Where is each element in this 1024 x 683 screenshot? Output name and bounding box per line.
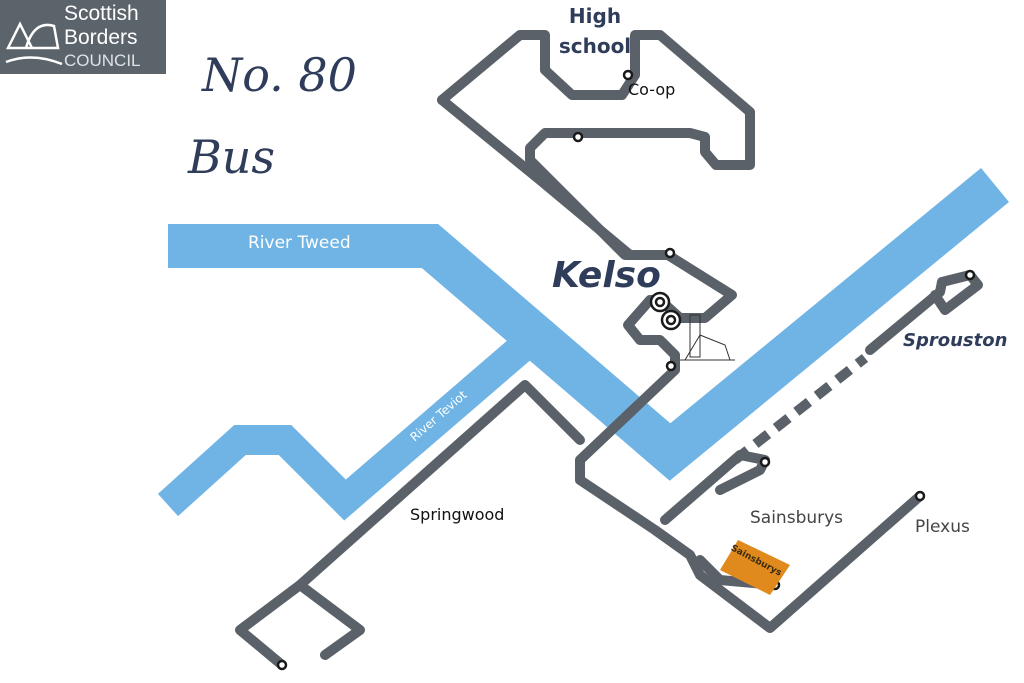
- place-high-school: High school: [558, 4, 632, 58]
- sainsburys-store-icon: [720, 540, 790, 595]
- place-springwood: Springwood: [410, 505, 505, 524]
- council-logo: Scottish Borders COUNCIL: [0, 0, 166, 74]
- bus-stop[interactable]: [665, 360, 677, 372]
- logo-text: COUNCIL: [64, 51, 141, 70]
- interchange-stop[interactable]: [654, 296, 666, 308]
- bus-stop[interactable]: [276, 659, 288, 671]
- bus-stop[interactable]: [664, 247, 676, 259]
- place-kelso: Kelso: [552, 255, 661, 296]
- place-sainsburys: Sainsburys: [750, 508, 844, 528]
- place-plexus: Plexus: [915, 517, 970, 537]
- interchange-stop[interactable]: [665, 314, 677, 326]
- river-tweed: [168, 168, 1009, 481]
- route-north-west: [437, 95, 635, 260]
- bus-stop[interactable]: [914, 490, 926, 502]
- bus-stop[interactable]: [964, 269, 976, 281]
- route-sprouston-dashed: [731, 354, 869, 464]
- river-teviot: [157, 333, 535, 521]
- route-kelso-south: [575, 350, 925, 633]
- bus-stop[interactable]: [759, 456, 771, 468]
- bus-stop[interactable]: [572, 131, 584, 143]
- logo-text: Scottish: [64, 2, 139, 25]
- river-tweed-label: River Tweed: [248, 233, 351, 253]
- logo-text: Borders: [64, 26, 138, 49]
- place-sprouston: Sprouston: [903, 330, 1008, 351]
- council-crest-icon: [5, 21, 63, 66]
- place-coop: Co-op: [628, 80, 676, 99]
- church-icon: [680, 314, 735, 361]
- route-title: No. 80: [202, 48, 357, 102]
- bus-stop[interactable]: [622, 69, 634, 81]
- route-springwood-loop: [295, 580, 365, 660]
- route-subtitle: Bus: [188, 130, 276, 184]
